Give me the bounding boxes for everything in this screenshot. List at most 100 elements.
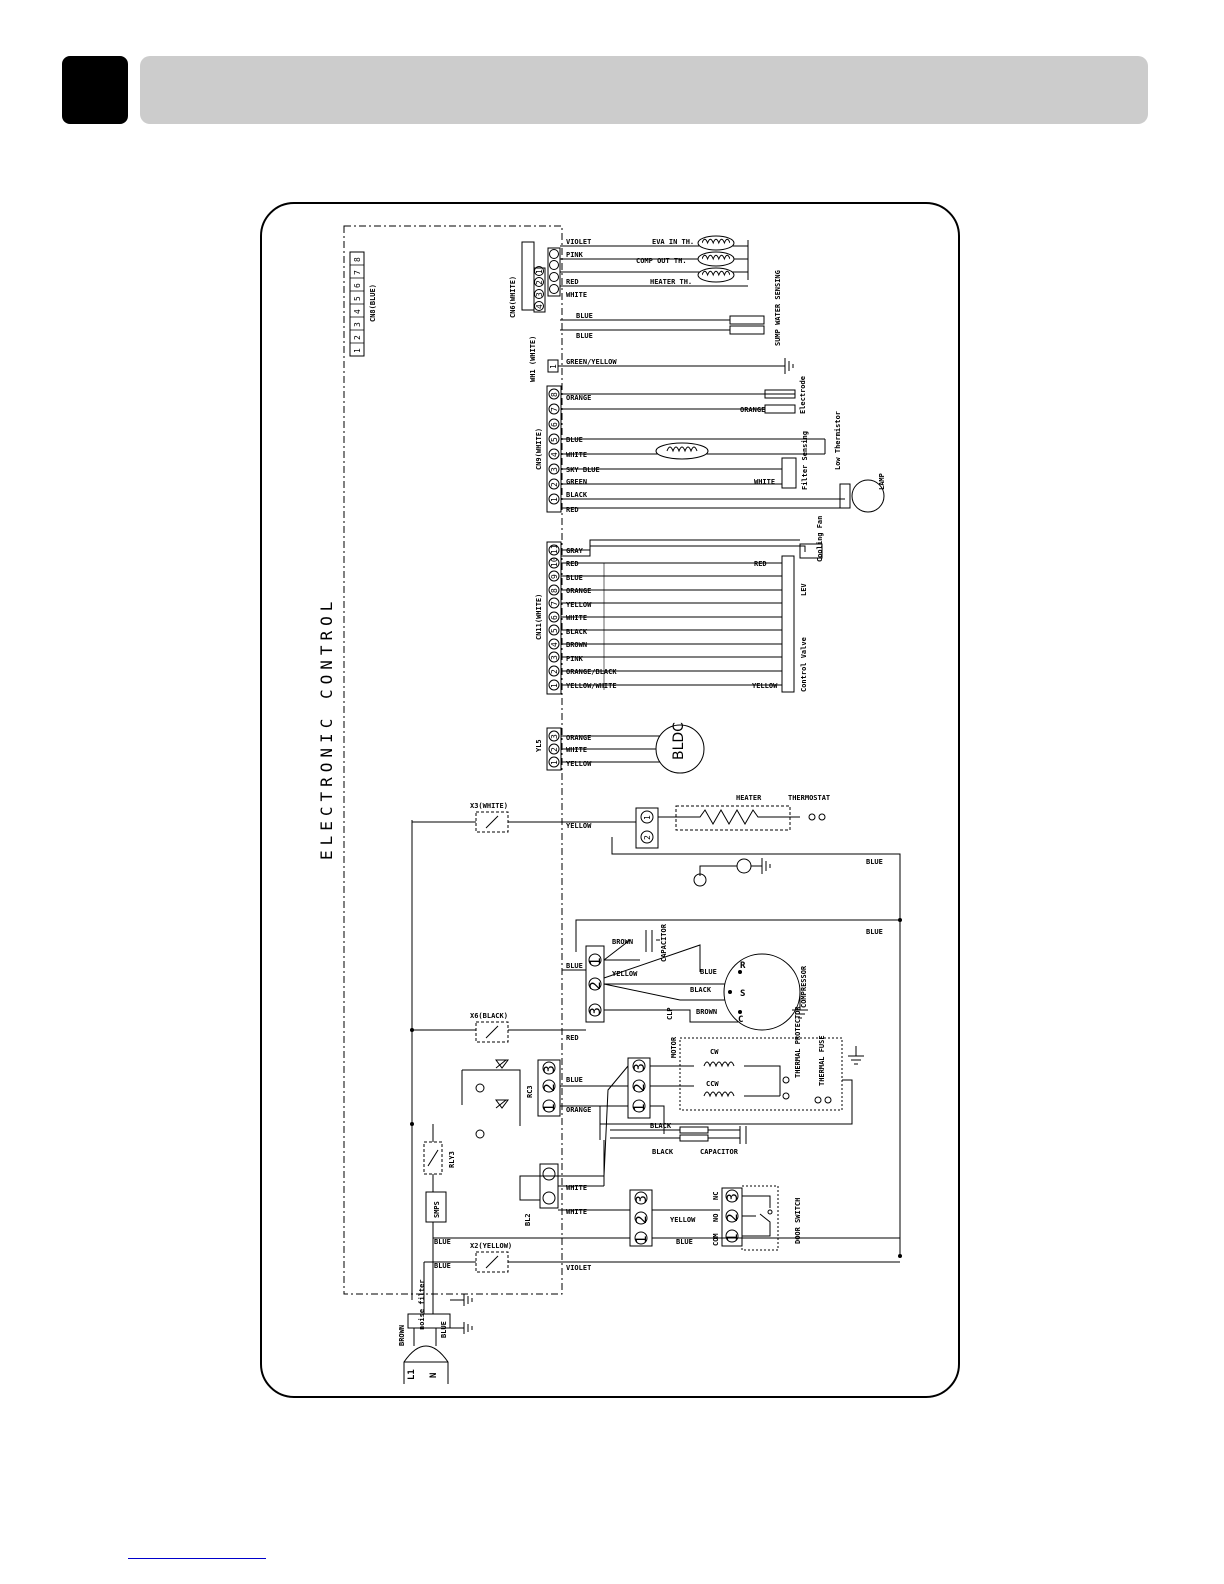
bldc-name: YL5 [535,739,543,752]
compressor-circuit: 1 2 3 BLUE X6(BLACK) RED R S C BROWN YEL… [412,918,902,1043]
compressor-inner-wire: BROWN [696,1008,717,1016]
power-blue: BLUE [440,1321,448,1338]
cn11-wire: BLUE [566,574,583,582]
cn9-pin: 6 [550,422,559,427]
bl2-wire: WHITE [566,1184,587,1192]
bldc-pin: 3 [550,734,559,739]
cn6-sump: SUMP WATER SENSING [774,270,782,346]
section-number-tab [62,56,128,124]
motor-cw: CW [710,1048,719,1056]
motor-ccw: CCW [706,1080,719,1088]
cn6-wire: PINK [566,251,584,259]
power-wire: BLUE [434,1262,451,1270]
cn11-name: CN11(WHITE) [535,594,543,640]
cn9-electrode: Electrode [799,376,807,414]
cn11-wire: ORANGE [566,587,591,595]
cn11-wire: YELLOW/WHITE [566,682,617,690]
door-pin: 2 [725,1213,741,1222]
cn6-pin: 3 [535,292,544,297]
cn11-pin: 10 [550,557,559,567]
compressor-pin: 1 [588,957,604,966]
cn9-wire: GREEN [566,478,587,486]
wh1-pin: 1 [549,364,558,369]
cn11-pin: 6 [550,615,559,620]
bldc-motor-label: BLDC [671,722,687,760]
rly3-label: RLY3 [448,1151,456,1168]
cn9-pin: 8 [550,392,559,397]
cn9-right-wire: WHITE [754,478,775,486]
compressor-terminal: R [740,961,746,971]
cn6-sensor: EVA IN TH. [652,238,694,246]
heater-relay: X3(WHITE) [470,802,508,810]
cn11-pin: 8 [550,588,559,593]
compressor-inner-wire: BLUE [700,968,717,976]
cn6-pin: 2 [535,280,544,285]
cn11-pin: 11 [550,544,559,554]
rc3-pin: 2 [542,1083,558,1092]
compressor-clp: CLP [666,1007,674,1020]
motor-label: MOTOR [670,1036,678,1058]
cn9-wire: RED [566,506,579,514]
compressor-inner-wire: BROWN [612,938,633,946]
compressor-wire: RED [566,1034,579,1042]
door-left-pin: 1 [634,1235,650,1244]
cn8-pin: 1 [353,348,362,353]
compressor-inner-wire: BLACK [690,986,712,994]
cn9-pin: 7 [550,407,559,412]
cn11-wire: PINK [566,655,584,663]
cn8-connector: 1 2 3 4 5 6 7 8 CN8(BLUE) [349,251,377,357]
bl2-name: BL2 [524,1213,532,1226]
motor-pin: 2 [632,1083,648,1092]
motor-thermal-protector: THERMAL PROTECTOR [794,1006,802,1078]
cn6-wire: BLUE [576,332,593,340]
compressor-inner-wire: YELLOW [612,970,638,978]
rc3-pin: 1 [542,1103,558,1112]
cn8-pins: 1 2 3 4 5 6 7 8 [353,257,362,353]
rc3-wire: ORANGE [566,1106,591,1114]
cn8-pin: 7 [353,270,362,275]
cn11-wire: RED [566,560,579,568]
cn11-wire: ORANGE/BLACK [566,668,617,676]
door-contact: COM [712,1233,720,1246]
cn11-connector: CN11(WHITE) 11 10 9 8 7 6 5 4 3 2 1 GRAY… [535,516,824,695]
power-wire: BLUE [434,1238,451,1246]
door-wire: YELLOW [670,1216,696,1224]
cn9-pin: 3 [550,467,559,472]
compressor-pin: 2 [588,981,604,990]
bldc-pin: 2 [550,747,559,752]
motor-black: BLACK [650,1122,672,1130]
motor-black: BLACK [652,1148,674,1156]
cn6-sensor: HEATER TH. [650,278,692,286]
cn8-name: CN8(BLUE) [369,284,377,322]
cn11-right-bottom: YELLOW [752,682,778,690]
motor-thermal-fuse: THERMAL FUSE [818,1035,826,1086]
cn9-wire: ORANGE [566,394,591,402]
door-switch-circuit: 3 2 1 YELLOW 3 2 1 NC NO COM DOOR SWITCH [629,1185,802,1251]
ground-wire: BLUE [866,928,883,936]
cn9-pin: 1 [550,497,559,502]
cn11-pin: 1 [550,683,559,688]
smps-label: SMPS [433,1201,441,1218]
cn6-wire: BLUE [576,312,593,320]
cn9-wire: WHITE [566,451,587,459]
cn11-pin: 3 [550,655,559,660]
door-left-pin: 3 [634,1195,650,1204]
door-bottom-wire: BLUE [676,1238,693,1246]
door-pin: 3 [725,1193,741,1202]
ground-circuit: BLUE BLUE [693,858,883,936]
wh1-connector: WH1 (WHITE) 1 GREEN/YELLOW [529,336,794,382]
heater-pin: 2 [643,835,652,840]
cn9-right-wire: ORANGE [740,406,765,414]
diagram-frame [260,202,960,1398]
cn9-pin: 2 [550,482,559,487]
bldc-wire: ORANGE [566,734,591,742]
compressor-terminal: C [738,1015,743,1025]
cn11-pin: 9 [550,574,559,579]
cn9-lamp: LAMP [878,473,886,490]
electronic-control-box [343,225,563,1295]
door-contact: NC [712,1192,720,1200]
cn9-connector: CN9(WHITE) 8 7 6 5 4 3 2 1 ORANGE BLUE W… [535,376,886,514]
wh1-name: WH1 (WHITE) [529,336,537,382]
door-left-pin: 2 [634,1215,650,1224]
rc3-name: RC3 [526,1085,534,1098]
